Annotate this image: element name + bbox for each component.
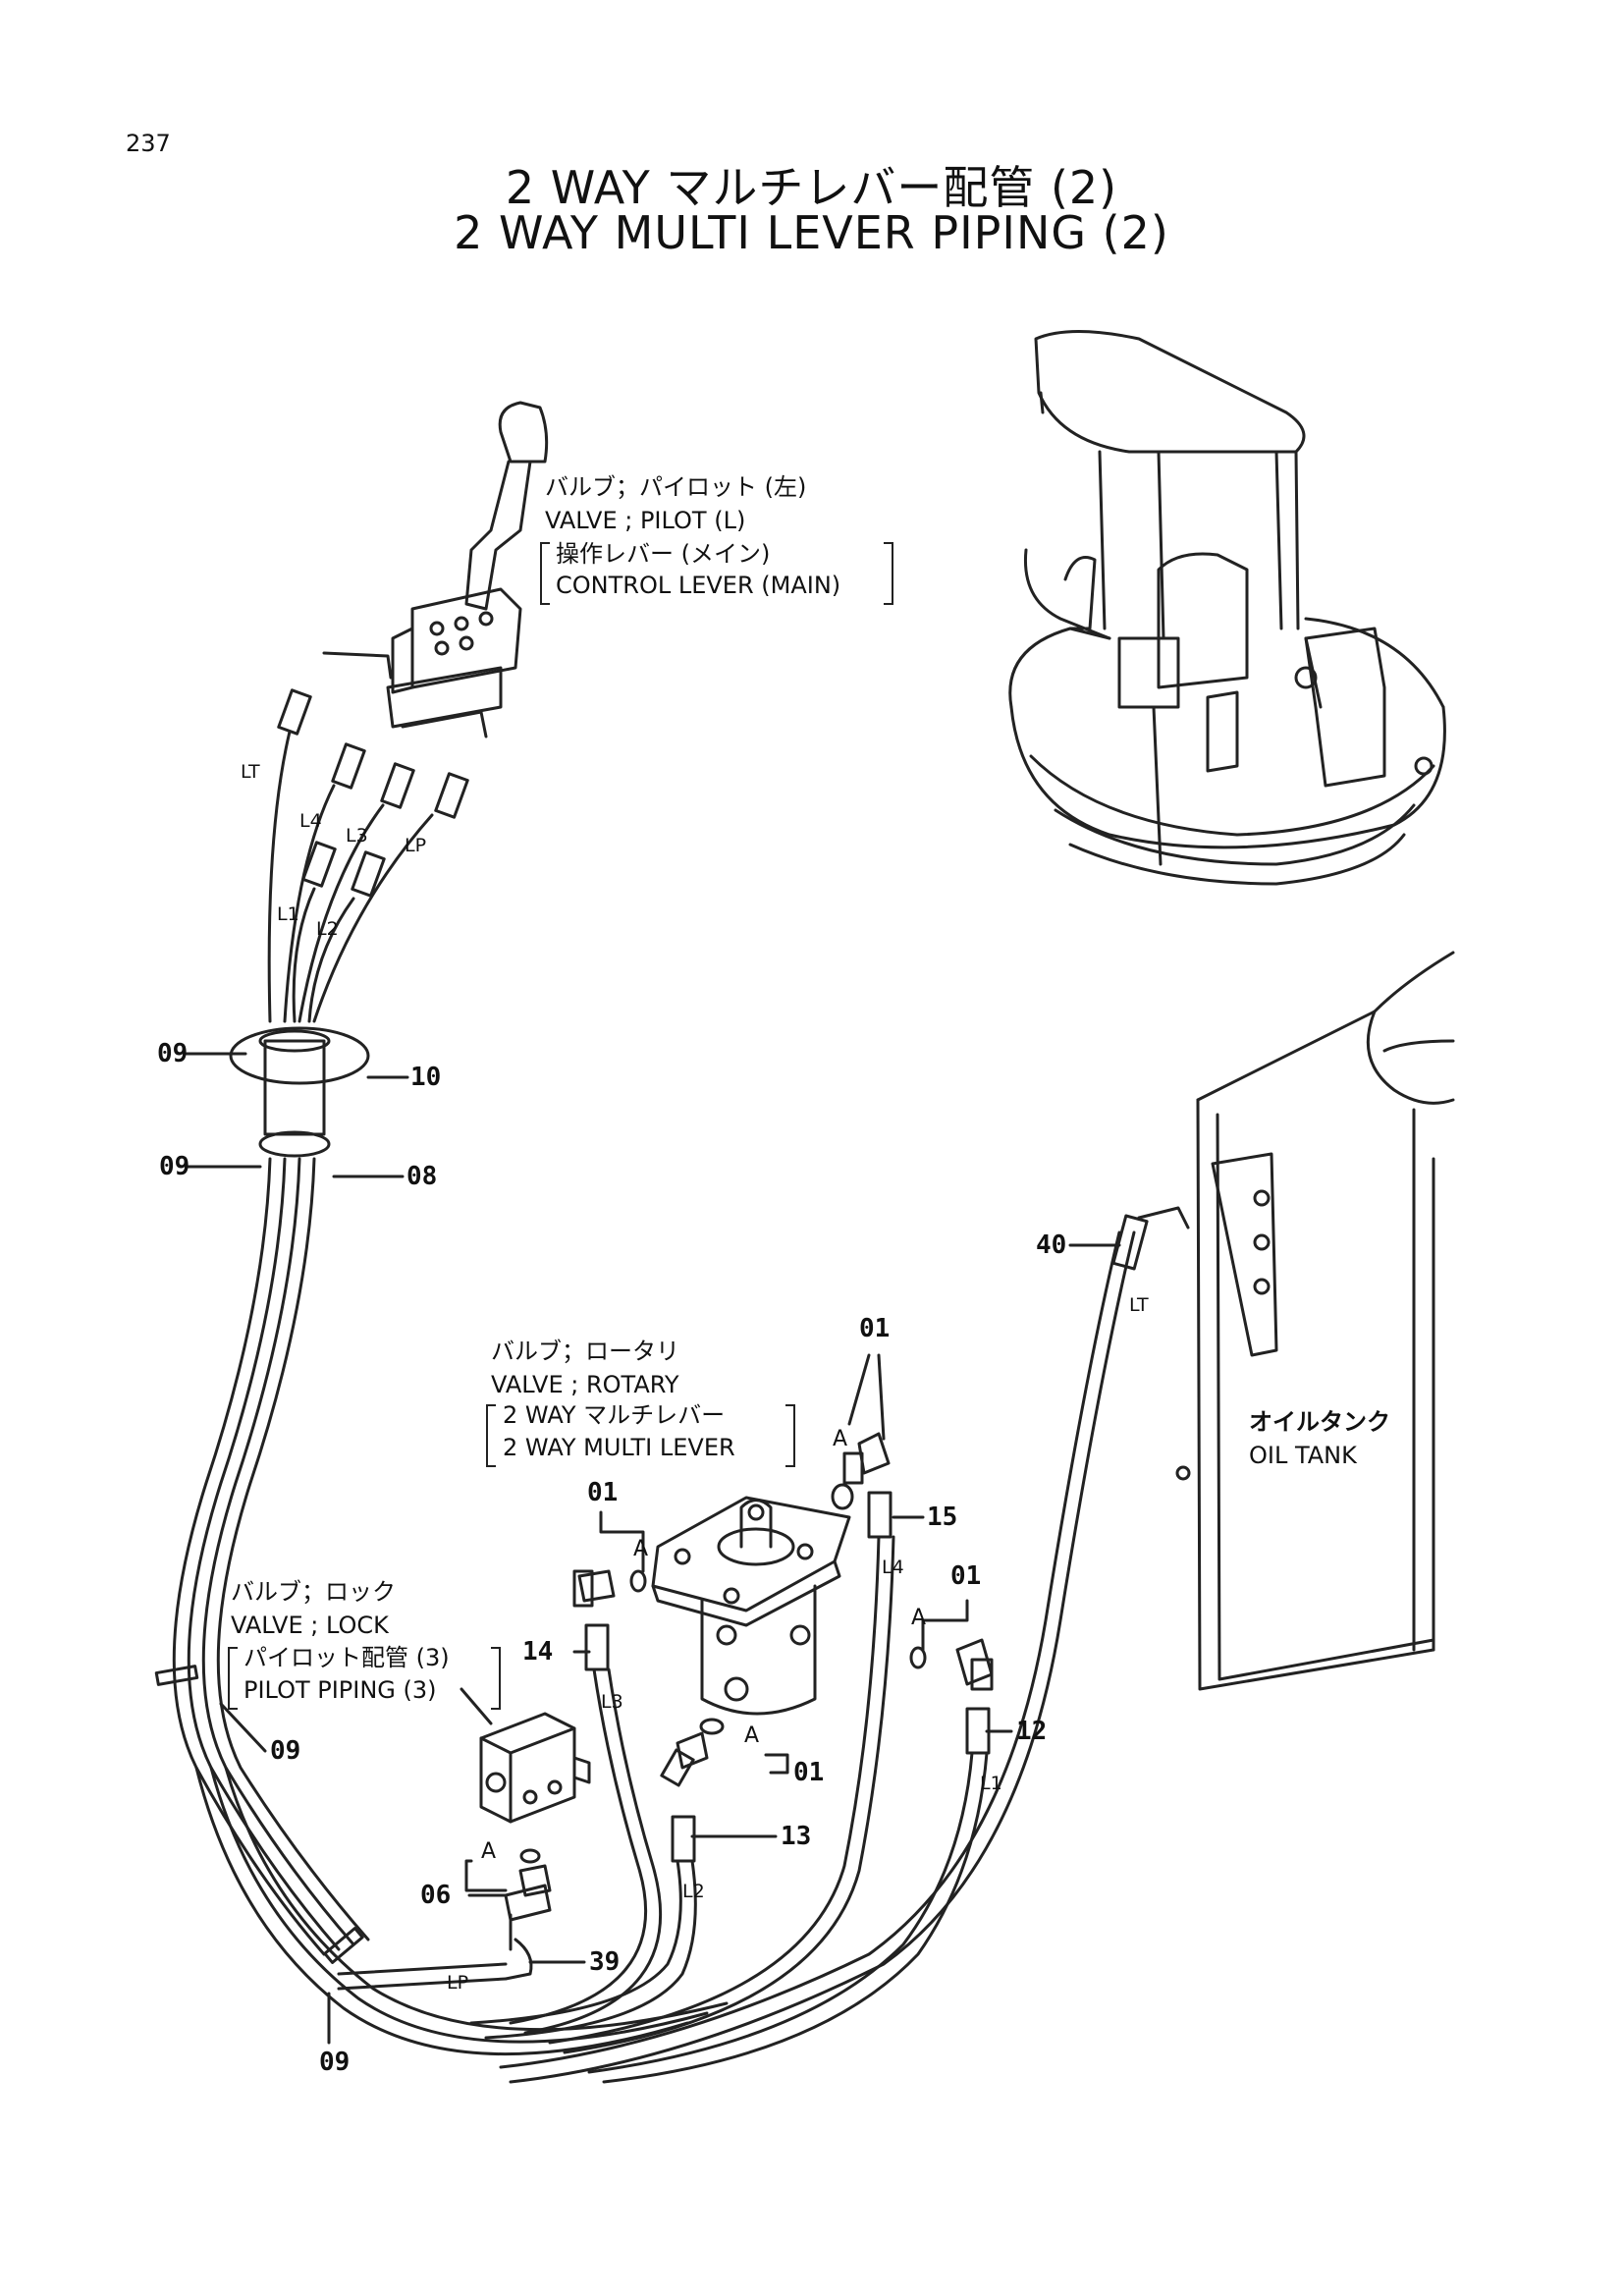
control-lever-label-jp: 操作レバー (メイン) xyxy=(556,540,771,568)
hose-label-lt: LT xyxy=(241,761,260,783)
oil-tank-label-en: OIL TANK xyxy=(1249,1442,1357,1469)
rotary-valve-bracket-right xyxy=(785,1404,795,1467)
part-number-12: 12 xyxy=(1016,1717,1048,1746)
hose-label-l4: L4 xyxy=(882,1557,904,1578)
lock-valve-illustration xyxy=(460,1687,591,1824)
ref-mark-a: A xyxy=(744,1723,760,1748)
part-number-01: 01 xyxy=(587,1478,619,1507)
hose-label-l1: L1 xyxy=(980,1773,1002,1794)
excavator-cab-illustration xyxy=(1008,330,1446,886)
ref-mark-a: A xyxy=(833,1427,848,1451)
part-number-13: 13 xyxy=(781,1822,812,1851)
part-number-14: 14 xyxy=(522,1637,554,1667)
control-lever-illustration xyxy=(277,401,549,898)
pilot-piping-label-en: PILOT PIPING (3) xyxy=(243,1676,437,1704)
pilot-piping-label-jp: パイロット配管 (3) xyxy=(243,1644,450,1671)
oil-tank-illustration xyxy=(1175,951,1455,1691)
rotary-valve-label-jp: バルブ；ロータリ xyxy=(491,1338,679,1365)
part-number-39: 39 xyxy=(589,1947,621,1977)
hose-label-l3: L3 xyxy=(346,825,368,847)
hose-bundle xyxy=(154,730,729,2056)
lock-valve-label-en: VALVE ; LOCK xyxy=(231,1612,389,1639)
part-number-09: 09 xyxy=(270,1736,301,1766)
hose-label-l4: L4 xyxy=(299,810,322,832)
ref-mark-a: A xyxy=(481,1839,497,1864)
lock-valve-bracket-right xyxy=(491,1647,501,1710)
rotary-valve-label-en: VALVE ; ROTARY xyxy=(491,1371,679,1398)
hose-label-lt: LT xyxy=(1129,1294,1149,1316)
lock-valve-label-jp: バルブ；ロック xyxy=(231,1578,396,1606)
part-number-08: 08 xyxy=(406,1162,438,1191)
part-number-40: 40 xyxy=(1036,1230,1067,1260)
page-number: 237 xyxy=(126,130,171,157)
control-lever-label-en: CONTROL LEVER (MAIN) xyxy=(556,572,841,599)
hose-label-l1: L1 xyxy=(277,903,299,925)
hose-label-l2: L2 xyxy=(316,918,339,940)
lock-valve-bracket-left xyxy=(228,1647,238,1710)
ref-mark-a: A xyxy=(911,1606,927,1630)
hose-label-lp: LP xyxy=(405,835,427,856)
hose-label-l3: L3 xyxy=(601,1691,623,1713)
part-number-09: 09 xyxy=(319,2048,351,2077)
part-number-01: 01 xyxy=(950,1561,982,1591)
part-number-01: 01 xyxy=(859,1314,891,1343)
pilot-valve-bracket-right xyxy=(884,542,893,605)
oil-tank-label-jp: オイルタンク xyxy=(1249,1408,1390,1436)
part-number-15: 15 xyxy=(927,1503,958,1532)
ref-mark-a: A xyxy=(633,1537,649,1561)
title-english: 2 WAY MULTI LEVER PIPING (2) xyxy=(454,206,1169,259)
part-number-01: 01 xyxy=(793,1758,825,1787)
multi-lever-label-en: 2 WAY MULTI LEVER xyxy=(503,1434,735,1461)
rotary-valve-bracket-left xyxy=(486,1404,496,1467)
pilot-valve-label-jp: バルブ；パイロット (左) xyxy=(545,473,807,501)
part-number-10: 10 xyxy=(410,1063,442,1092)
rotary-valve-illustration xyxy=(651,1496,851,1716)
pilot-valve-label-en: VALVE ; PILOT (L) xyxy=(545,507,746,534)
title-japanese: 2 WAY マルチレバー配管 (2) xyxy=(505,161,1118,214)
hose-label-l2: L2 xyxy=(682,1881,705,1902)
part-number-09: 09 xyxy=(159,1152,190,1181)
hose-label-lp: LP xyxy=(447,1972,469,1994)
pilot-valve-bracket-left xyxy=(540,542,550,605)
part-number-09: 09 xyxy=(157,1039,189,1068)
part-number-06: 06 xyxy=(420,1881,452,1910)
multi-lever-label-jp: 2 WAY マルチレバー xyxy=(503,1401,726,1429)
